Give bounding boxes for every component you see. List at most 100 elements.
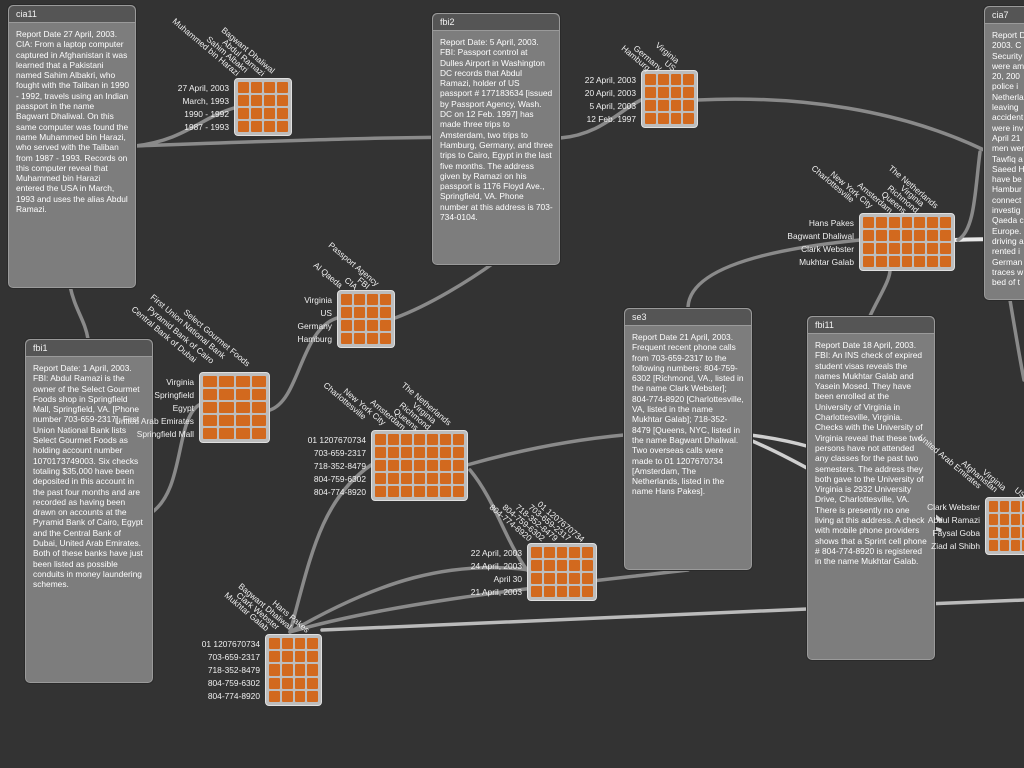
matrix-row-label[interactable]: Abdul Ramazi <box>927 514 980 525</box>
matrix-cell[interactable] <box>235 389 250 400</box>
matrix-cell[interactable] <box>901 230 913 241</box>
matrix-cell[interactable] <box>251 376 266 387</box>
matrix-row-label[interactable]: 01 1207670734 <box>201 638 260 649</box>
matrix-cell[interactable] <box>307 664 318 676</box>
matrix-row-label[interactable]: Bagwant Dhaliwal <box>787 230 854 241</box>
matrix-cell[interactable] <box>927 243 939 254</box>
matrix-cell[interactable] <box>556 586 568 597</box>
matrix-row-label[interactable]: Faysal Goba <box>932 527 980 538</box>
matrix-cell[interactable] <box>203 402 218 413</box>
doc-title[interactable]: fbi2 <box>433 14 559 31</box>
matrix-cell[interactable] <box>238 82 249 93</box>
matrix-cell[interactable] <box>427 473 438 484</box>
matrix-row-label[interactable]: 20 April, 2003 <box>584 87 636 98</box>
matrix-cell[interactable] <box>543 560 555 571</box>
matrix-cell[interactable] <box>414 486 425 497</box>
matrix-cell[interactable] <box>863 256 874 267</box>
matrix-cell[interactable] <box>556 560 568 571</box>
matrix-row-label[interactable]: United Arab Emirates <box>114 415 194 426</box>
matrix-cell[interactable] <box>414 447 425 458</box>
matrix-m-fbi2[interactable] <box>641 70 698 128</box>
matrix-cell[interactable] <box>1011 527 1020 538</box>
matrix-cell[interactable] <box>645 113 656 124</box>
matrix-cell[interactable] <box>453 486 464 497</box>
matrix-cell[interactable] <box>281 664 293 676</box>
doc-title[interactable]: fbi11 <box>808 317 934 334</box>
matrix-cell[interactable] <box>914 230 926 241</box>
matrix-cell[interactable] <box>281 677 293 689</box>
matrix-cell[interactable] <box>683 87 694 98</box>
matrix-cell[interactable] <box>269 638 280 650</box>
matrix-cell[interactable] <box>264 108 275 119</box>
matrix-cell[interactable] <box>203 428 218 439</box>
matrix-cell[interactable] <box>453 447 464 458</box>
matrix-cell[interactable] <box>657 100 669 111</box>
matrix-cell[interactable] <box>375 434 386 445</box>
matrix-cell[interactable] <box>388 447 399 458</box>
matrix-cell[interactable] <box>375 473 386 484</box>
matrix-cell[interactable] <box>401 434 412 445</box>
matrix-cell[interactable] <box>354 307 365 318</box>
matrix-m-phones-places[interactable] <box>371 430 468 501</box>
matrix-m-banks[interactable] <box>199 372 270 443</box>
matrix-cell[interactable] <box>863 217 874 228</box>
matrix-row-label[interactable]: Egypt <box>172 402 194 413</box>
matrix-row-label[interactable]: 22 April, 2003 <box>470 547 522 558</box>
matrix-cell[interactable] <box>927 256 939 267</box>
matrix-cell[interactable] <box>235 428 250 439</box>
matrix-row-label[interactable]: 24 April, 2003 <box>470 560 522 571</box>
matrix-row-label[interactable]: 804-774-8920 <box>313 486 366 497</box>
matrix-cell[interactable] <box>1011 540 1020 551</box>
matrix-cell[interactable] <box>401 473 412 484</box>
matrix-cell[interactable] <box>414 473 425 484</box>
matrix-cell[interactable] <box>354 320 365 331</box>
matrix-cell[interactable] <box>989 514 998 525</box>
matrix-cell[interactable] <box>251 95 262 106</box>
matrix-cell[interactable] <box>645 100 656 111</box>
matrix-cell[interactable] <box>401 460 412 471</box>
matrix-cell[interactable] <box>989 527 998 538</box>
matrix-cell[interactable] <box>543 586 555 597</box>
doc-title[interactable]: fbi1 <box>26 340 152 357</box>
matrix-m-phones-names[interactable] <box>265 634 322 706</box>
matrix-cell[interactable] <box>940 243 951 254</box>
matrix-cell[interactable] <box>645 87 656 98</box>
matrix-cell[interactable] <box>453 460 464 471</box>
matrix-row-label[interactable]: 718-352-8479 <box>313 460 366 471</box>
matrix-cell[interactable] <box>238 121 249 132</box>
matrix-cell[interactable] <box>440 460 451 471</box>
matrix-cell[interactable] <box>367 320 378 331</box>
matrix-cell[interactable] <box>251 389 266 400</box>
matrix-cell[interactable] <box>888 217 900 228</box>
matrix-cell[interactable] <box>203 415 218 426</box>
matrix-cell[interactable] <box>582 573 593 584</box>
matrix-m-right[interactable] <box>985 497 1024 555</box>
matrix-cell[interactable] <box>251 108 262 119</box>
matrix-cell[interactable] <box>388 434 399 445</box>
matrix-cell[interactable] <box>277 108 288 119</box>
matrix-cell[interactable] <box>294 638 306 650</box>
matrix-cell[interactable] <box>203 376 218 387</box>
matrix-cell[interactable] <box>251 415 266 426</box>
matrix-cell[interactable] <box>582 560 593 571</box>
doc-fbi11[interactable]: fbi11 Report Date 18 April, 2003. FBI: A… <box>807 316 935 660</box>
matrix-cell[interactable] <box>251 428 266 439</box>
matrix-cell[interactable] <box>281 690 293 702</box>
matrix-cell[interactable] <box>670 113 682 124</box>
matrix-row-label[interactable]: 21 April, 2003 <box>470 586 522 597</box>
matrix-cell[interactable] <box>264 82 275 93</box>
matrix-cell[interactable] <box>294 651 306 663</box>
matrix-cell[interactable] <box>367 294 378 305</box>
matrix-row-label[interactable]: 1990 - 1992 <box>184 108 229 119</box>
matrix-cell[interactable] <box>427 486 438 497</box>
matrix-cell[interactable] <box>875 256 887 267</box>
doc-fbi1[interactable]: fbi1 Report Date: 1 April, 2003. FBI: Ab… <box>25 339 153 683</box>
matrix-cell[interactable] <box>1000 501 1009 512</box>
matrix-cell[interactable] <box>219 389 234 400</box>
matrix-cell[interactable] <box>670 87 682 98</box>
matrix-row-label[interactable]: Springfield <box>154 389 194 400</box>
matrix-cell[interactable] <box>307 690 318 702</box>
matrix-cell[interactable] <box>277 82 288 93</box>
matrix-cell[interactable] <box>543 547 555 558</box>
matrix-m-cia11[interactable] <box>234 78 292 136</box>
